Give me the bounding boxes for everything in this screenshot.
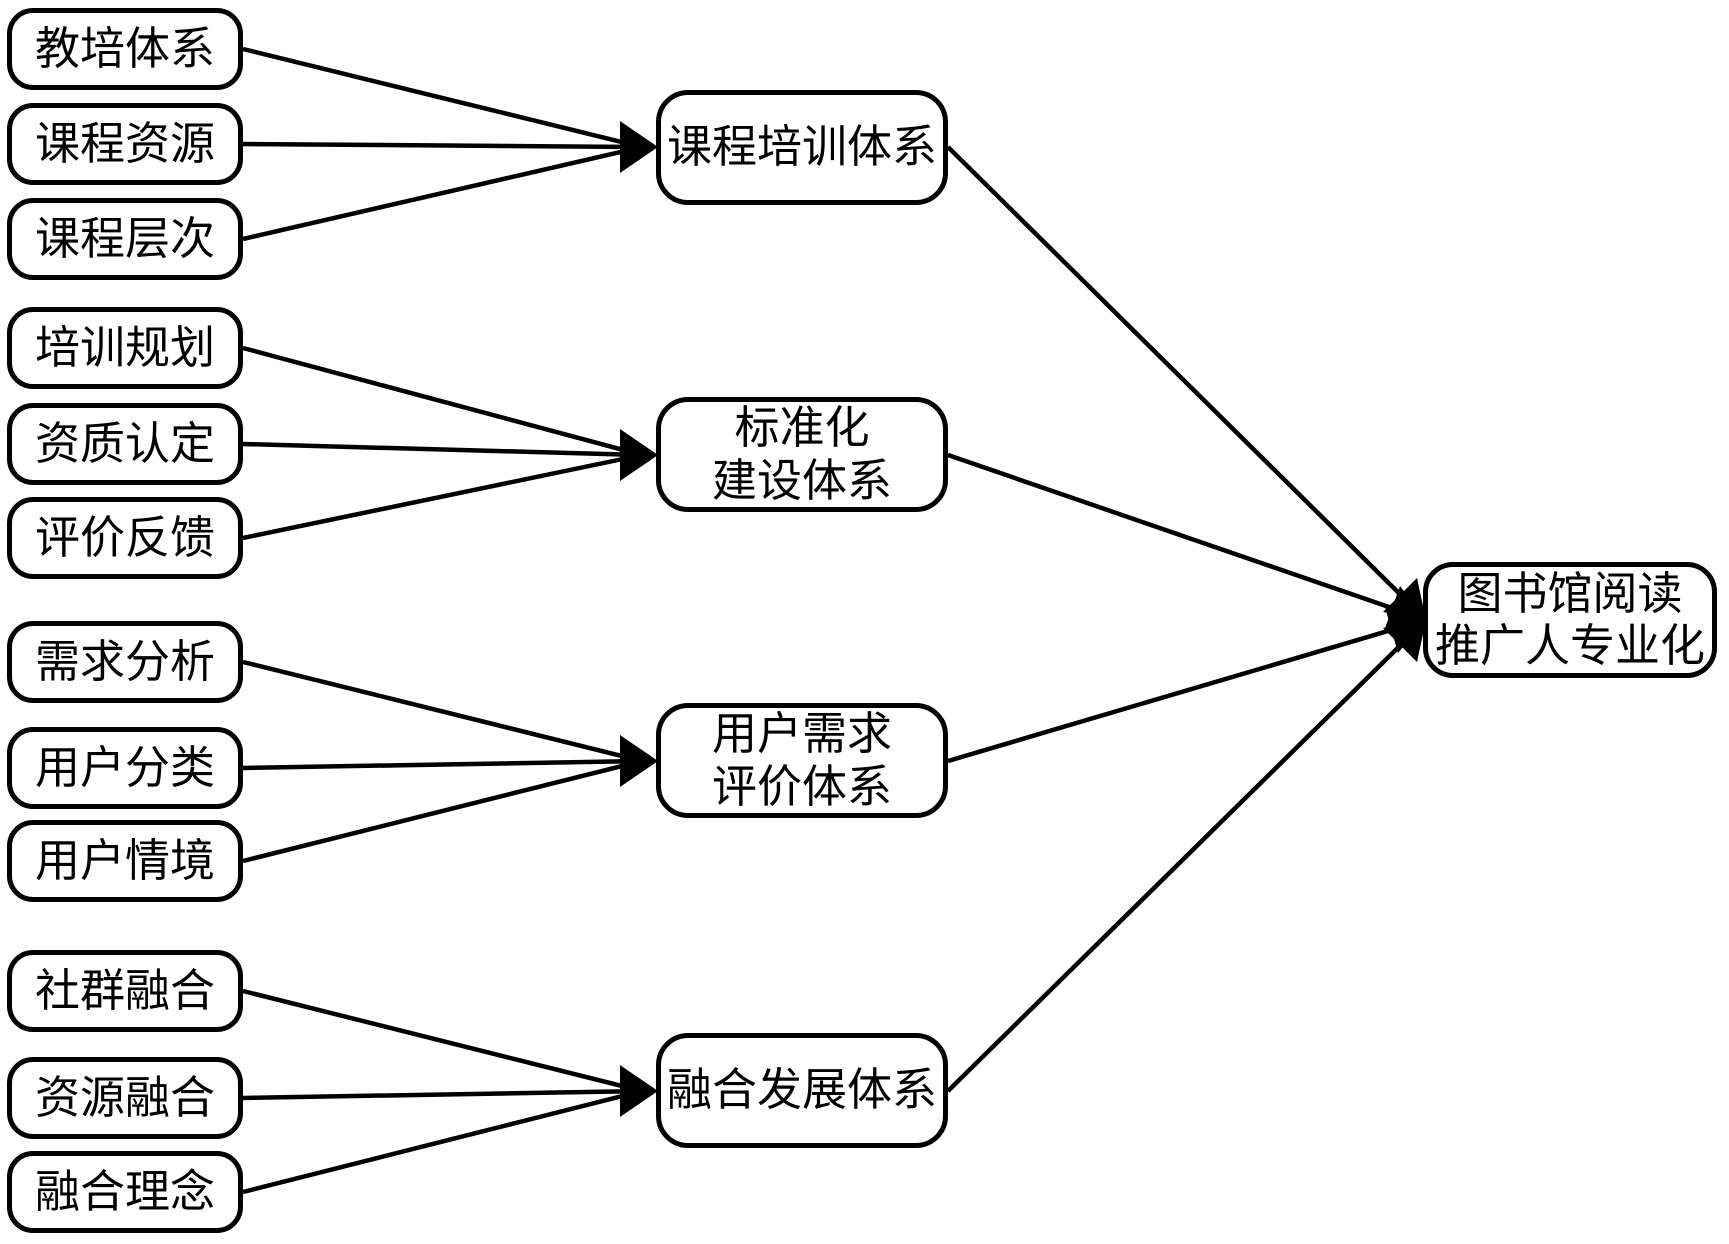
connector-line: [242, 1088, 643, 1195]
arrowhead: [620, 1065, 658, 1117]
input-node-9: 用户情境: [7, 820, 243, 902]
input-node-2: 课程资源: [7, 103, 243, 185]
input-node-10: 社群融合: [7, 950, 243, 1032]
category-node-4: 融合发展体系: [656, 1033, 948, 1148]
arrowhead: [620, 121, 658, 173]
goal-node: 图书馆阅读 推广人专业化: [1423, 562, 1717, 678]
connector-line: [946, 626, 1420, 1093]
input-node-5: 资质认定: [7, 403, 243, 485]
connector-line: [947, 620, 1416, 764]
category-node-2: 标准化 建设体系: [656, 397, 948, 512]
connector-line: [242, 441, 643, 458]
arrowhead: [1383, 620, 1426, 662]
connector-line: [242, 345, 643, 458]
connector-line: [242, 988, 643, 1094]
connector-line: [242, 659, 643, 764]
input-node-8: 用户分类: [7, 727, 243, 809]
arrowhead: [620, 429, 658, 481]
connector-line: [242, 452, 643, 541]
connector-line: [242, 758, 643, 771]
arrowhead: [620, 735, 658, 787]
connector-line: [947, 452, 1416, 619]
connector-line: [242, 141, 643, 150]
input-node-3: 课程层次: [7, 198, 243, 280]
input-node-1: 教培体系: [7, 8, 243, 90]
category-node-3: 用户需求 评价体系: [656, 703, 948, 818]
connector-line: [242, 46, 643, 150]
connector-line: [242, 1088, 643, 1101]
connector-line: [946, 145, 1420, 614]
input-node-6: 评价反馈: [7, 497, 243, 579]
input-node-7: 需求分析: [7, 621, 243, 703]
input-node-11: 资源融合: [7, 1057, 243, 1139]
connector-line: [242, 144, 643, 242]
category-node-1: 课程培训体系: [656, 90, 948, 205]
input-node-4: 培训规划: [7, 307, 243, 389]
input-node-12: 融合理念: [7, 1151, 243, 1233]
connector-line: [242, 758, 643, 864]
